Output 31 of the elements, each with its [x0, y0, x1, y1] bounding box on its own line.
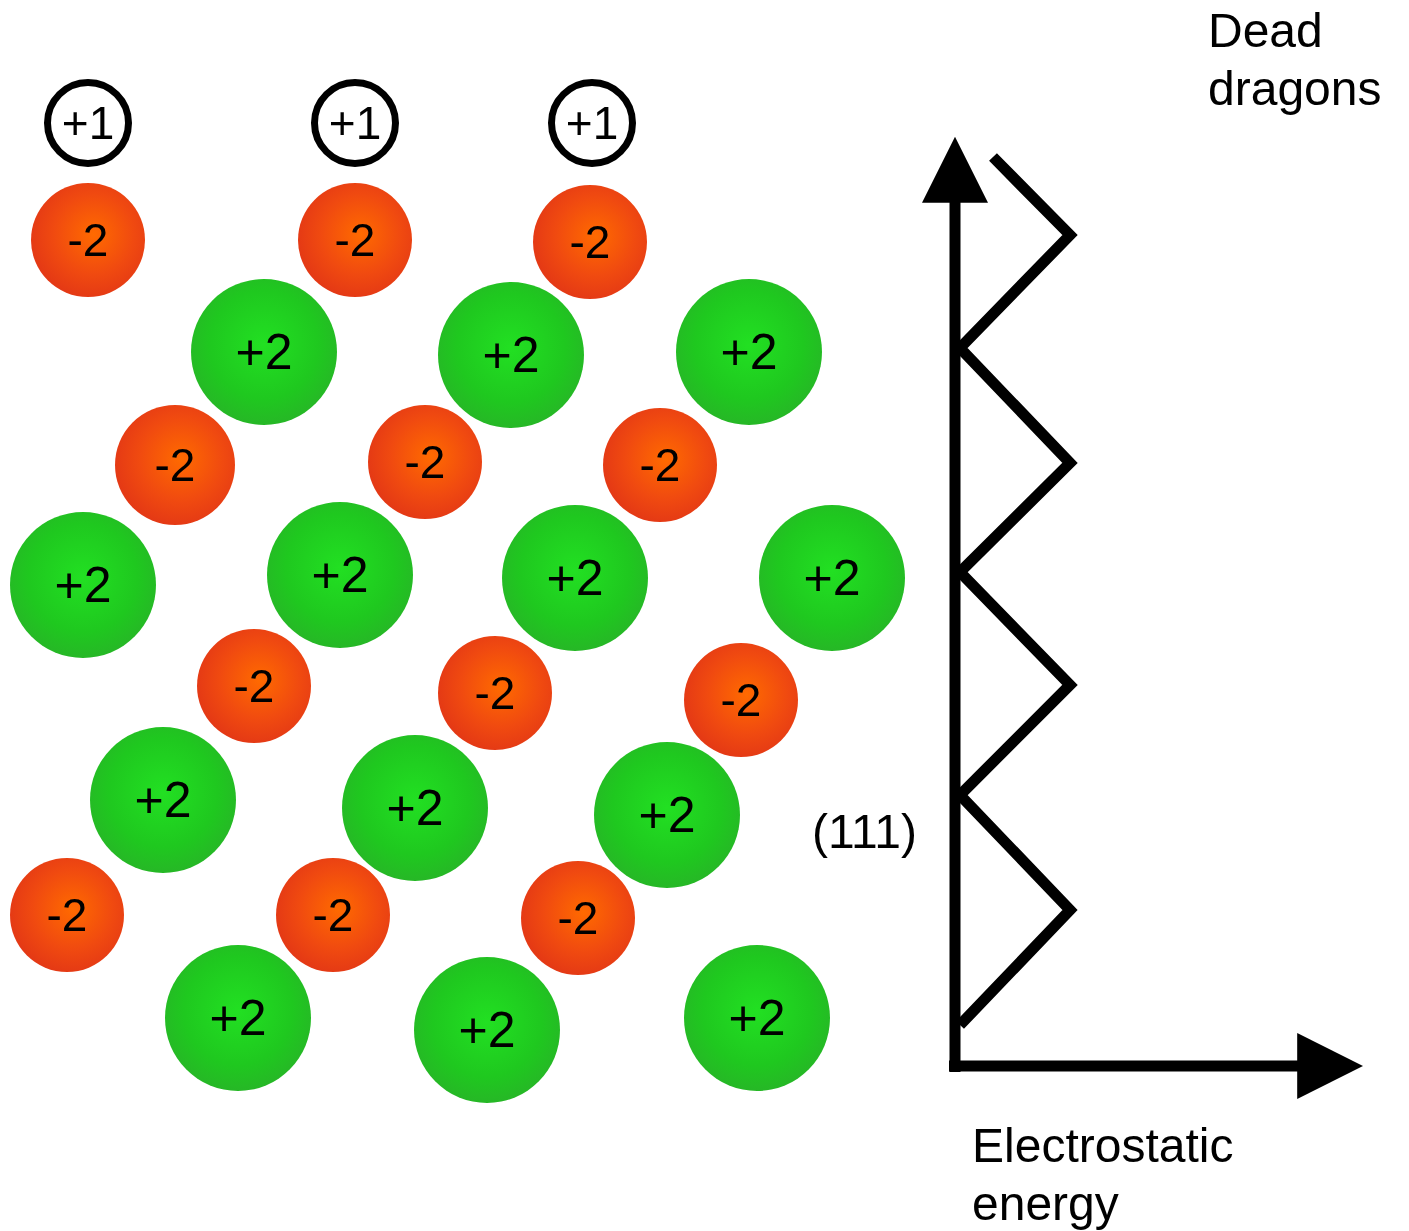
charge-label: +2 — [311, 550, 369, 600]
charge-label: -2 — [312, 892, 354, 938]
charge-label: +2 — [386, 783, 444, 833]
charge-label: +2 — [134, 775, 192, 825]
charge-label: -2 — [233, 663, 275, 709]
charge-label: +2 — [803, 553, 861, 603]
charge-label: -2 — [154, 442, 196, 488]
charge-label: +2 — [54, 560, 112, 610]
charge-label: +1 — [328, 100, 382, 146]
charge-label: +1 — [61, 100, 115, 146]
charge-label: -2 — [557, 895, 599, 941]
charge-label: +2 — [638, 790, 696, 840]
charge-label: +2 — [458, 1005, 516, 1055]
charge-label: +2 — [546, 553, 604, 603]
axis-label: Dead dragons — [1208, 3, 1383, 117]
charge-label: +2 — [482, 330, 540, 380]
charge-label: +1 — [565, 100, 619, 146]
charge-label: -2 — [569, 219, 611, 265]
charge-label: +2 — [720, 327, 778, 377]
axis-label: Electrostatic energy — [972, 1118, 1235, 1231]
charge-label: -2 — [404, 439, 446, 485]
charge-label: -2 — [334, 217, 376, 263]
charge-label: -2 — [639, 442, 681, 488]
charge-label: +2 — [235, 327, 293, 377]
axis-label: (111) — [812, 804, 918, 860]
charge-label: +2 — [209, 993, 267, 1043]
charge-label: -2 — [46, 892, 88, 938]
charge-label: -2 — [474, 670, 516, 716]
charge-label: -2 — [67, 217, 109, 263]
charge-label: -2 — [720, 677, 762, 723]
charge-label: +2 — [728, 993, 786, 1043]
